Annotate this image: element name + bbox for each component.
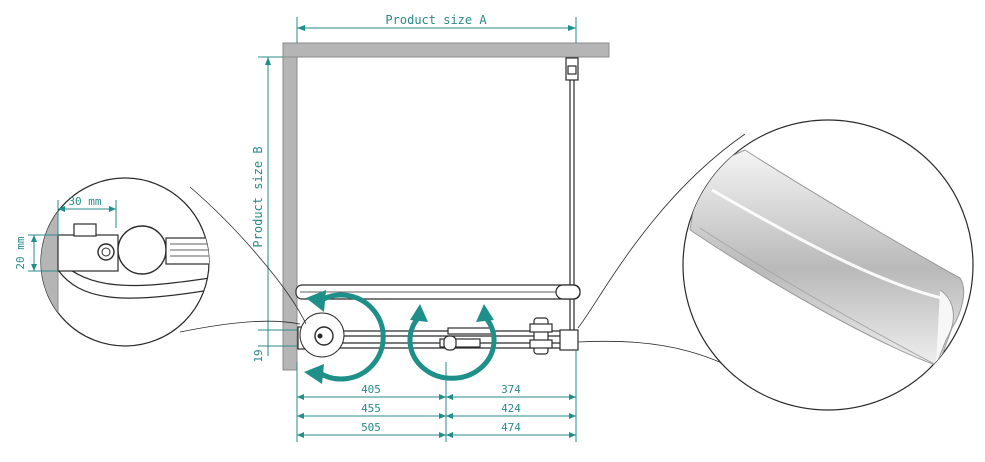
dim-right-2: 424 xyxy=(501,402,521,415)
stabiliser-bar xyxy=(295,284,581,300)
left-hinge xyxy=(299,312,345,358)
offset-label: 19 xyxy=(252,349,265,362)
bottom-dimensions: 405 455 505 374 424 474 xyxy=(296,350,577,442)
product-size-b-label: Product size B xyxy=(251,146,265,247)
dimension-offset: 19 xyxy=(252,322,300,363)
rotation-arrow-left xyxy=(304,290,386,384)
dim-left-2: 455 xyxy=(361,402,381,415)
dim-left-3: 505 xyxy=(361,421,381,434)
detail-circle-hinge xyxy=(40,177,210,347)
rotation-arrow-center xyxy=(407,304,497,381)
dimension-product-size-a: Product size A xyxy=(296,13,577,43)
dim-left-1: 405 xyxy=(361,383,381,396)
detail-dimension-height: 20 mm xyxy=(14,234,58,272)
detail-height-label: 20 mm xyxy=(14,236,27,269)
dim-right-1: 374 xyxy=(501,383,521,396)
dimension-product-size-b: Product size B xyxy=(251,56,283,330)
detail-width-label: 30 mm xyxy=(68,195,101,208)
detail-dimension-width: 30 mm xyxy=(57,195,117,236)
door-tracks xyxy=(297,326,579,351)
detail-circle-profile xyxy=(682,119,974,411)
top-wall xyxy=(282,42,610,58)
door-handle xyxy=(443,317,553,355)
dim-right-3: 474 xyxy=(501,421,521,434)
product-size-a-label: Product size A xyxy=(385,13,487,27)
